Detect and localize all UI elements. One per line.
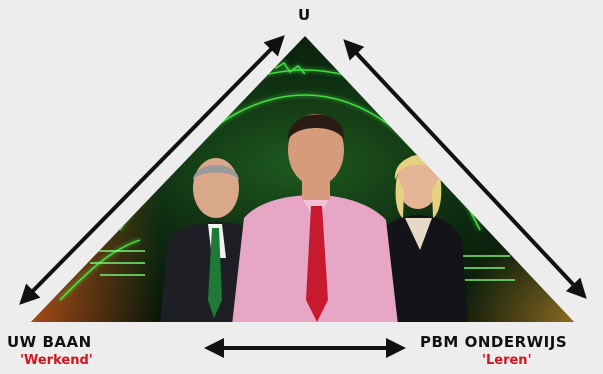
node-label-top: U (298, 6, 311, 24)
node-sublabel-left: 'Werkend' (20, 353, 93, 368)
node-label-right: PBM ONDERWIJS (420, 333, 568, 351)
arrow-top-left (19, 35, 285, 305)
team-photo (31, 36, 574, 322)
node-sublabel-right: 'Leren' (482, 353, 532, 368)
arrow-top-right (343, 39, 587, 299)
node-label-left: UW BAAN (7, 333, 92, 351)
